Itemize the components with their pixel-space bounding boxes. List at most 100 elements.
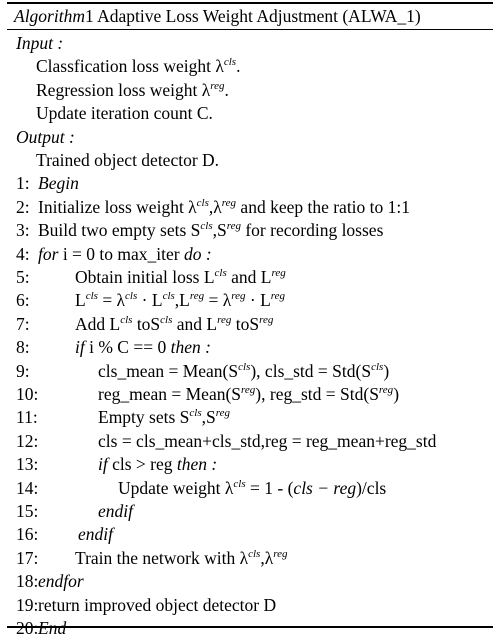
text-segment: = λ (97, 290, 126, 311)
keyword: End (38, 618, 67, 638)
keyword: then : (170, 337, 211, 358)
text-segment: toS (132, 313, 161, 334)
algorithm-label: Algorithm (14, 6, 85, 26)
line-text: Input : (16, 31, 63, 55)
text-segment: Build two empty sets S (38, 220, 201, 241)
text-segment: cls > reg (107, 454, 177, 475)
line-text: if i % C == 0 then : (75, 335, 211, 359)
text-segment: ) (383, 360, 390, 381)
line-number: 15: (16, 501, 39, 521)
line-number: 8: (16, 337, 30, 358)
text-segment: ), cls_std = Std( (250, 360, 362, 381)
line-number: 7: (16, 313, 30, 334)
line-text: Regression loss weight λreg. (36, 78, 229, 102)
text-segment: Update iteration count C. (36, 103, 213, 124)
line-text: if cls > reg then : (98, 452, 217, 476)
superscript: cls (223, 56, 237, 69)
keyword: for (38, 243, 59, 264)
superscript: reg (217, 313, 232, 326)
text-segment: . (224, 79, 229, 100)
superscript: reg (231, 290, 246, 303)
line-text: Initialize loss weight λcls,λreg and kee… (38, 195, 410, 219)
text-segment: ,λ (208, 196, 222, 217)
line-number: 6: (16, 290, 30, 311)
line-text: Trained object detector D. (36, 148, 219, 172)
text-segment: Trained object detector D. (36, 150, 220, 170)
line-number: 11: (16, 407, 38, 428)
line-number: 9: (16, 360, 30, 381)
superscript: cls (196, 196, 209, 209)
keyword: do : (183, 243, 212, 264)
superscript: reg (210, 79, 225, 92)
text-segment: ,S (201, 407, 216, 428)
keyword: endif (98, 501, 133, 521)
line-text: Begin (38, 171, 79, 195)
keyword: endfor (38, 571, 84, 592)
text-segment: Initialize loss weight λ (38, 196, 197, 217)
superscript: reg (259, 313, 274, 326)
line-text: return improved object detector D (38, 593, 276, 617)
text-segment: for recording losses (240, 220, 384, 241)
text-segment: · L (245, 290, 271, 311)
text-segment: Update weight λ (118, 477, 234, 498)
line-number: 5: (16, 267, 30, 287)
line-text: Update iteration count C. (36, 101, 213, 125)
superscript: cls (233, 477, 246, 490)
line-text: endfor (38, 569, 84, 593)
line-text: Classfication loss weight λcls. (36, 54, 240, 78)
line-number: 12: (16, 430, 39, 451)
line-number: 10: (16, 384, 39, 404)
text-segment: ,L (174, 290, 190, 311)
line-text: Build two empty sets Scls,Sreg for recor… (38, 218, 383, 242)
line-text: Obtain initial loss Lcls and Lreg (75, 265, 286, 289)
text-segment: ), reg_std = Std( (255, 384, 370, 404)
text-segment: Train the network with λ (75, 547, 249, 568)
superscript: cls (214, 267, 227, 279)
superscript: cls (238, 360, 251, 373)
keyword: cls − reg (293, 477, 357, 498)
superscript: reg (378, 384, 394, 396)
keyword: Input : (16, 33, 64, 53)
line-text: Train the network with λcls,λreg (75, 546, 287, 570)
text-segment: reg_mean = Mean( (98, 384, 232, 404)
line-number: 14: (16, 477, 39, 498)
line-text: cls_mean = Mean(Scls), cls_std = Std(Scl… (98, 359, 389, 383)
text-segment: i = 0 to max_iter (58, 243, 184, 264)
line-number: 19: (16, 594, 39, 615)
superscript: reg (241, 384, 256, 396)
superscript: reg (189, 290, 205, 303)
line-number: 3: (16, 220, 30, 241)
text-segment: Obtain initial loss L (75, 267, 215, 287)
keyword: then : (176, 454, 218, 475)
text-segment: ,λ (260, 547, 274, 568)
line-number: 16: (16, 524, 39, 545)
superscript: cls (120, 313, 133, 326)
line-text: Lcls = λcls · Lcls,Lreg = λreg · Lreg (75, 288, 285, 312)
superscript: cls (371, 360, 384, 373)
bottom-rule (7, 626, 493, 628)
superscript: cls (200, 220, 213, 233)
text-segment: = 1 - ( (245, 477, 294, 498)
superscript: reg (221, 196, 237, 209)
keyword: Begin (38, 173, 79, 194)
keyword: Output : (16, 126, 75, 147)
text-segment: . (236, 56, 241, 77)
line-text: Empty sets Scls,Sreg (98, 405, 230, 429)
text-segment: = λ (204, 290, 232, 311)
text-segment: ) (393, 384, 400, 404)
line-text: reg_mean = Mean(Sreg), reg_std = Std(Sre… (98, 382, 399, 406)
keyword: if (98, 454, 108, 475)
line-text: Add Lcls toScls and Lreg toSreg (75, 312, 273, 336)
text-segment: S (361, 360, 372, 381)
superscript: cls (248, 547, 261, 560)
line-number: 20: (16, 618, 39, 638)
text-segment: )/cls (356, 477, 387, 498)
text-segment: S (228, 360, 239, 381)
line-number: 4: (16, 243, 30, 264)
text-segment: L (75, 290, 86, 311)
text-segment: ,S (212, 220, 227, 241)
keyword: endif (78, 524, 113, 545)
line-text: End (38, 616, 66, 640)
text-segment: · L (137, 290, 163, 311)
line-number: 2: (16, 196, 30, 217)
